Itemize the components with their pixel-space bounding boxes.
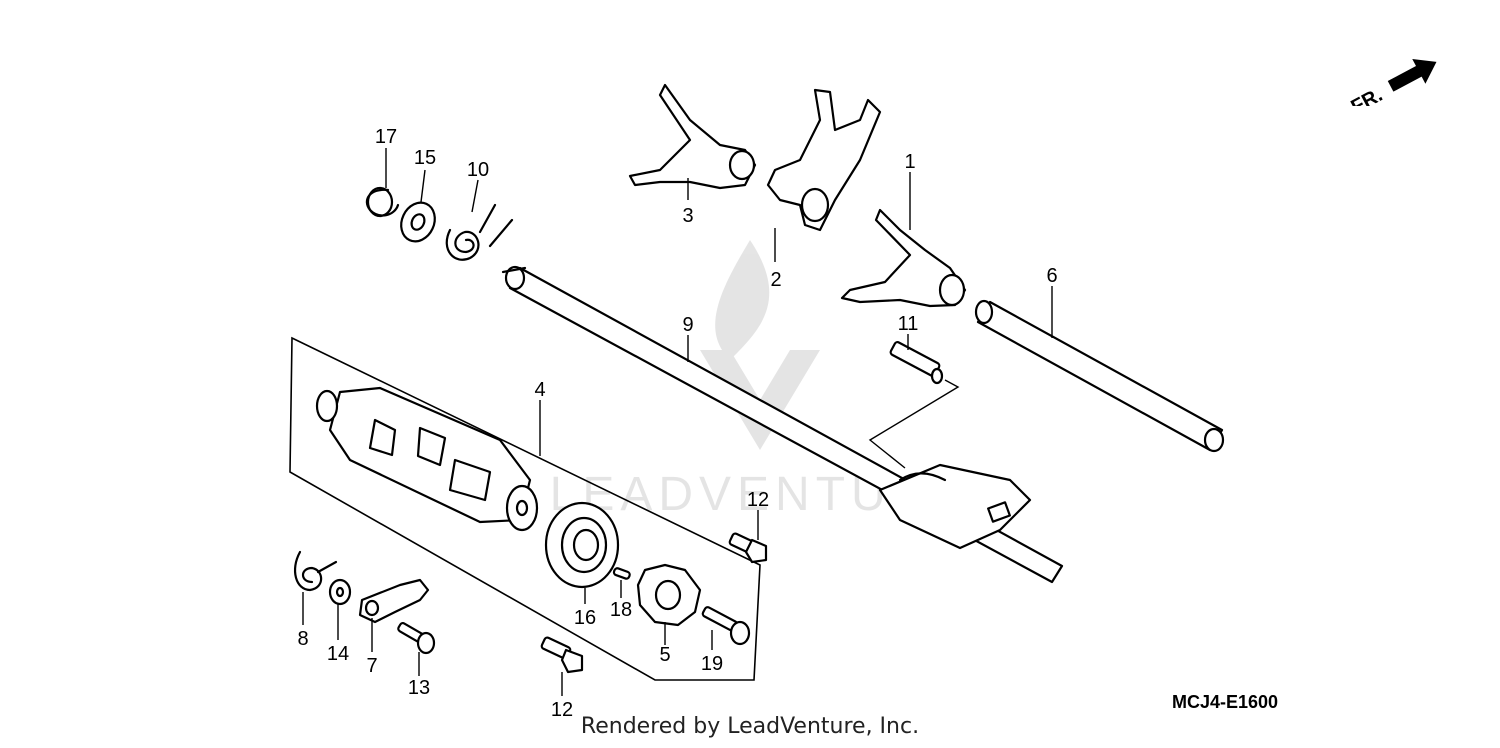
part-8-spring[interactable]: [293, 550, 338, 592]
front-arrow-icon: [1387, 58, 1437, 92]
part-17-clip[interactable]: [365, 186, 400, 218]
part-18-pin[interactable]: [612, 567, 631, 580]
callout-5: 5: [659, 644, 670, 666]
leader-11-frame: [868, 379, 960, 469]
callout-13: 13: [408, 677, 430, 699]
part-6-fork-shaft[interactable]: [974, 299, 1225, 453]
part-11-bolt[interactable]: [889, 341, 944, 385]
shift-arm-assembly[interactable]: [878, 463, 1032, 550]
callouts: 17 15 10 3 2 1 6 9 11 4 12 16 18 5 19 8 …: [297, 126, 1057, 721]
callout-4: 4: [534, 379, 545, 401]
leader-lines: [302, 148, 1053, 696]
part-4-shift-drum[interactable]: [315, 386, 539, 532]
part-10-spring[interactable]: [445, 203, 514, 261]
part-19-bolt[interactable]: [701, 606, 751, 646]
part-5-shift-drum-center[interactable]: [636, 563, 702, 627]
part-13-bolt[interactable]: [397, 622, 436, 655]
part-12-bolt-lower[interactable]: [540, 636, 584, 674]
callout-16: 16: [574, 607, 596, 629]
part-7-stopper-arm[interactable]: [358, 578, 430, 624]
part-12-bolt-upper[interactable]: [728, 532, 768, 564]
callout-1: 1: [904, 151, 915, 173]
callout-2: 2: [770, 269, 781, 291]
callout-14: 14: [327, 643, 349, 665]
part-3-shift-fork[interactable]: [628, 83, 757, 190]
callout-3: 3: [682, 205, 693, 227]
callout-18: 18: [610, 599, 632, 621]
callout-12-upper: 12: [747, 489, 769, 511]
part-15-washer[interactable]: [395, 197, 441, 247]
callout-8: 8: [297, 628, 308, 650]
part-1-shift-fork[interactable]: [840, 208, 967, 308]
diagram-code: MCJ4-E1600: [1172, 692, 1279, 712]
callout-6: 6: [1046, 265, 1057, 287]
callout-19: 19: [701, 653, 723, 675]
callout-7: 7: [366, 655, 377, 677]
front-label: FR.: [1348, 84, 1387, 106]
callout-9: 9: [682, 314, 693, 336]
part-14-washer[interactable]: [328, 578, 352, 606]
credit-text: Rendered by LeadVenture, Inc.: [580, 714, 920, 739]
callout-15: 15: [414, 147, 436, 169]
part-2-shift-fork[interactable]: [766, 88, 882, 232]
callout-12-lower: 12: [551, 699, 573, 721]
callout-17: 17: [375, 126, 397, 148]
drum-assembly-frame: [289, 336, 761, 681]
front-direction-indicator: FR.: [1348, 58, 1437, 106]
callout-10: 10: [467, 159, 489, 181]
part-16-bearing[interactable]: [544, 501, 620, 589]
callout-11: 11: [898, 313, 919, 335]
